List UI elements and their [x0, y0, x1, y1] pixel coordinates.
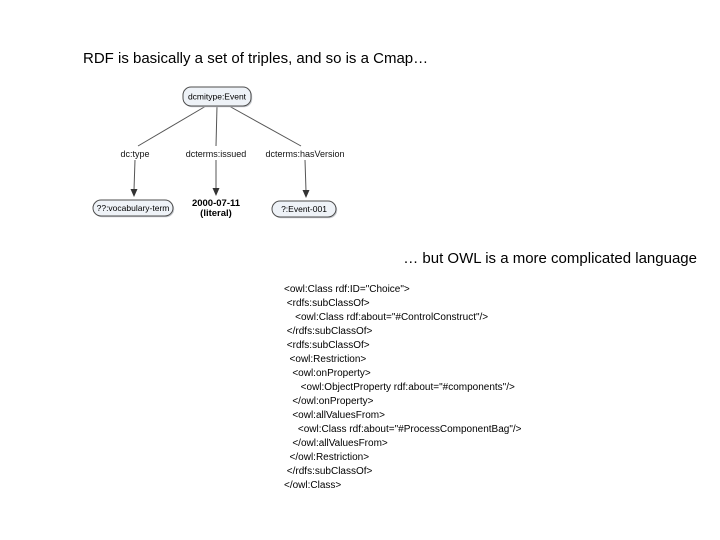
- literal-node-date: 2000-07-11 (literal): [192, 198, 241, 219]
- edge-line-hasversion-upper: [228, 105, 302, 147]
- concept-node-vocabulary-term-label: ??:vocabulary-term: [97, 203, 170, 213]
- arrowhead-dc-type: [130, 189, 138, 197]
- code-line: <owl:Class rdf:about="#ProcessComponentB…: [284, 424, 522, 435]
- concept-node-event-001-border: [271, 200, 337, 218]
- code-line: <owl:ObjectProperty rdf:about="#componen…: [284, 382, 515, 393]
- code-line: <owl:Class rdf:about="#ControlConstruct"…: [284, 312, 489, 323]
- concept-node-event-001-label: ?:Event-001: [281, 204, 327, 214]
- edge-line-hasversion-lower: [304, 159, 307, 192]
- code-line: <owl:Restriction>: [284, 354, 367, 365]
- concept-node-root: dcmitype:Event: [182, 86, 253, 108]
- code-line: <owl:onProperty>: [284, 368, 371, 379]
- code-line: </owl:allValuesFrom>: [284, 438, 388, 449]
- concept-node-vocabulary-term-border: [92, 199, 174, 217]
- concept-node-vocabulary-term-box: [93, 200, 173, 216]
- slide-title: RDF is basically a set of triples, and s…: [83, 50, 429, 67]
- code-line: </owl:Restriction>: [284, 452, 370, 463]
- code-line: </rdfs:subClassOf>: [284, 466, 373, 477]
- edge-line-dc-type-lower: [133, 159, 136, 191]
- concept-node-event-001-box: [272, 201, 336, 217]
- code-line: </owl:onProperty>: [284, 396, 374, 407]
- edge-label-issued: dcterms:issued: [186, 149, 247, 159]
- literal-note: (literal): [200, 208, 232, 219]
- cmap-svg: dcmitype:Event dc:type dcterms:issued dc…: [92, 86, 345, 219]
- edge-label-hasversion: dcterms:hasVersion: [265, 149, 344, 159]
- owl-code-block: <owl:Class rdf:ID="Choice"> <rdfs:subCla…: [284, 283, 522, 493]
- edge-line-issued-upper: [215, 105, 218, 147]
- arrowhead-hasversion: [302, 190, 310, 198]
- edge-label-dc-type: dc:type: [120, 149, 149, 159]
- concept-node-vocabulary-term: ??:vocabulary-term: [92, 199, 175, 218]
- slide-subtitle: … but OWL is a more complicated language: [403, 250, 697, 267]
- concept-node-event-001: ?:Event-001: [271, 200, 338, 219]
- literal-value: 2000-07-11: [192, 198, 241, 209]
- concept-node-root-border: [182, 86, 252, 107]
- edge-line-dc-type-upper: [137, 105, 207, 147]
- code-line: <owl:Class rdf:ID="Choice">: [284, 284, 410, 295]
- concept-node-root-box: [183, 87, 251, 106]
- code-line: </owl:Class>: [284, 480, 342, 491]
- concept-node-root-label: dcmitype:Event: [188, 92, 247, 102]
- code-line: <rdfs:subClassOf>: [284, 340, 370, 351]
- cmap-diagram: dcmitype:Event dc:type dcterms:issued dc…: [80, 85, 360, 225]
- code-line: <owl:allValuesFrom>: [284, 410, 385, 421]
- arrowhead-issued: [212, 188, 220, 196]
- code-line: </rdfs:subClassOf>: [284, 326, 373, 337]
- code-line: <rdfs:subClassOf>: [284, 298, 370, 309]
